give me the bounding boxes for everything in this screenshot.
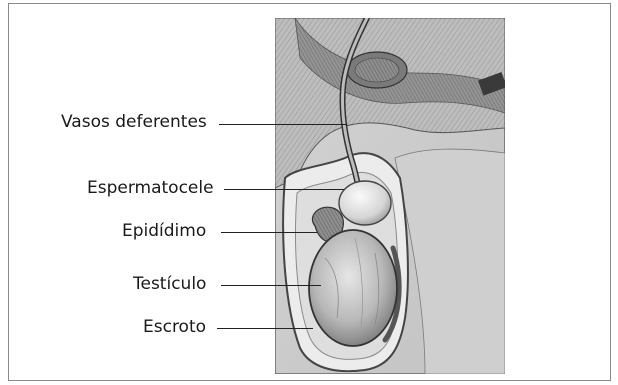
label-escroto: Escroto: [143, 319, 206, 336]
label-espermatocele: Espermatocele: [87, 180, 214, 197]
label-vasos-deferentes: Vasos deferentes: [61, 114, 207, 131]
leader-espermatocele: [224, 189, 344, 190]
leader-escroto: [217, 328, 313, 329]
leader-vasos: [219, 124, 347, 125]
label-epididimo: Epidídimo: [122, 223, 206, 240]
figure-frame: Vasos deferentes Espermatocele Epidídimo…: [8, 3, 611, 381]
label-testiculo: Testículo: [133, 276, 206, 293]
spermatocele: [339, 181, 391, 225]
testis: [309, 230, 397, 346]
leader-epididimo: [221, 232, 317, 233]
leader-testiculo: [221, 285, 321, 286]
scrotum-anatomy-illustration: [275, 18, 505, 374]
